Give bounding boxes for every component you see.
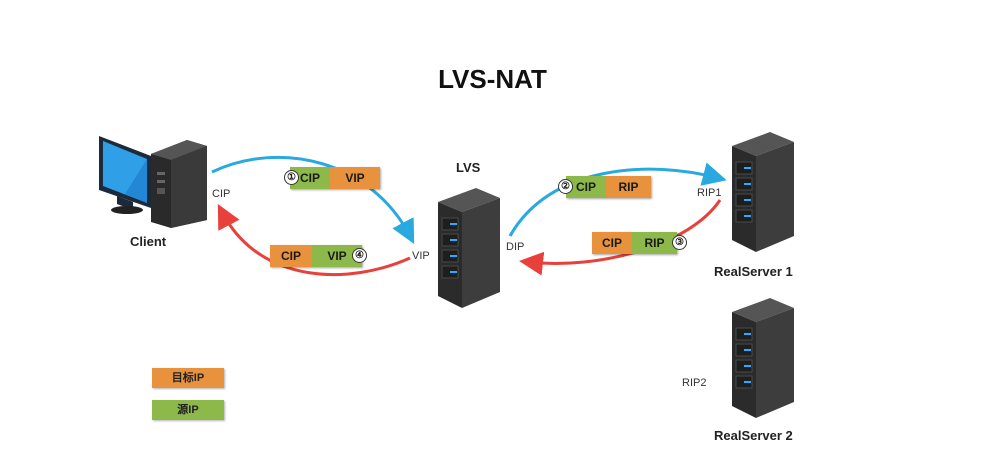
realserver2-label: RealServer 2 [714,428,793,443]
request-arrow-lvs-to-rs1 [508,162,727,237]
rip2-label: RIP2 [682,377,707,389]
packet-4-src: VIP [312,245,362,267]
diagram-title: LVS-NAT [438,64,547,94]
packet-2-dest: RIP [606,176,651,198]
packet-3-src: RIP [632,232,677,254]
packet-4: CIP VIP [270,245,362,267]
packet-1-src: CIP [290,167,330,189]
client-label: Client [130,234,167,249]
client-computer-icon [99,136,207,228]
vip-label: VIP [412,250,430,262]
realserver1-server-icon [732,132,794,252]
step-4-badge: ④ [352,248,367,263]
step-3-badge: ③ [672,235,687,250]
lvs-label: LVS [456,160,481,175]
packet-1-dest: VIP [330,167,380,189]
packet-2-src: CIP [566,176,606,198]
dip-label: DIP [506,241,525,253]
lvs-server-icon [438,188,500,308]
step-2-badge: ② [558,179,573,194]
packet-4-dest: CIP [270,245,312,267]
packet-1: CIP VIP [290,167,380,189]
realserver1-label: RealServer 1 [714,264,793,279]
request-arrow-client-to-lvs [211,155,415,244]
packet-3: CIP RIP [592,232,677,254]
response-arrow-lvs-to-client [217,204,411,277]
packet-3-dest: CIP [592,232,632,254]
realserver2-server-icon [732,298,794,418]
packet-2: CIP RIP [566,176,651,198]
legend-dest-ip: 目标IP [152,368,224,388]
rip1-label: RIP1 [697,187,722,199]
cip-label: CIP [212,188,231,200]
step-1-badge: ① [284,170,299,185]
legend-src-ip: 源IP [152,400,224,420]
